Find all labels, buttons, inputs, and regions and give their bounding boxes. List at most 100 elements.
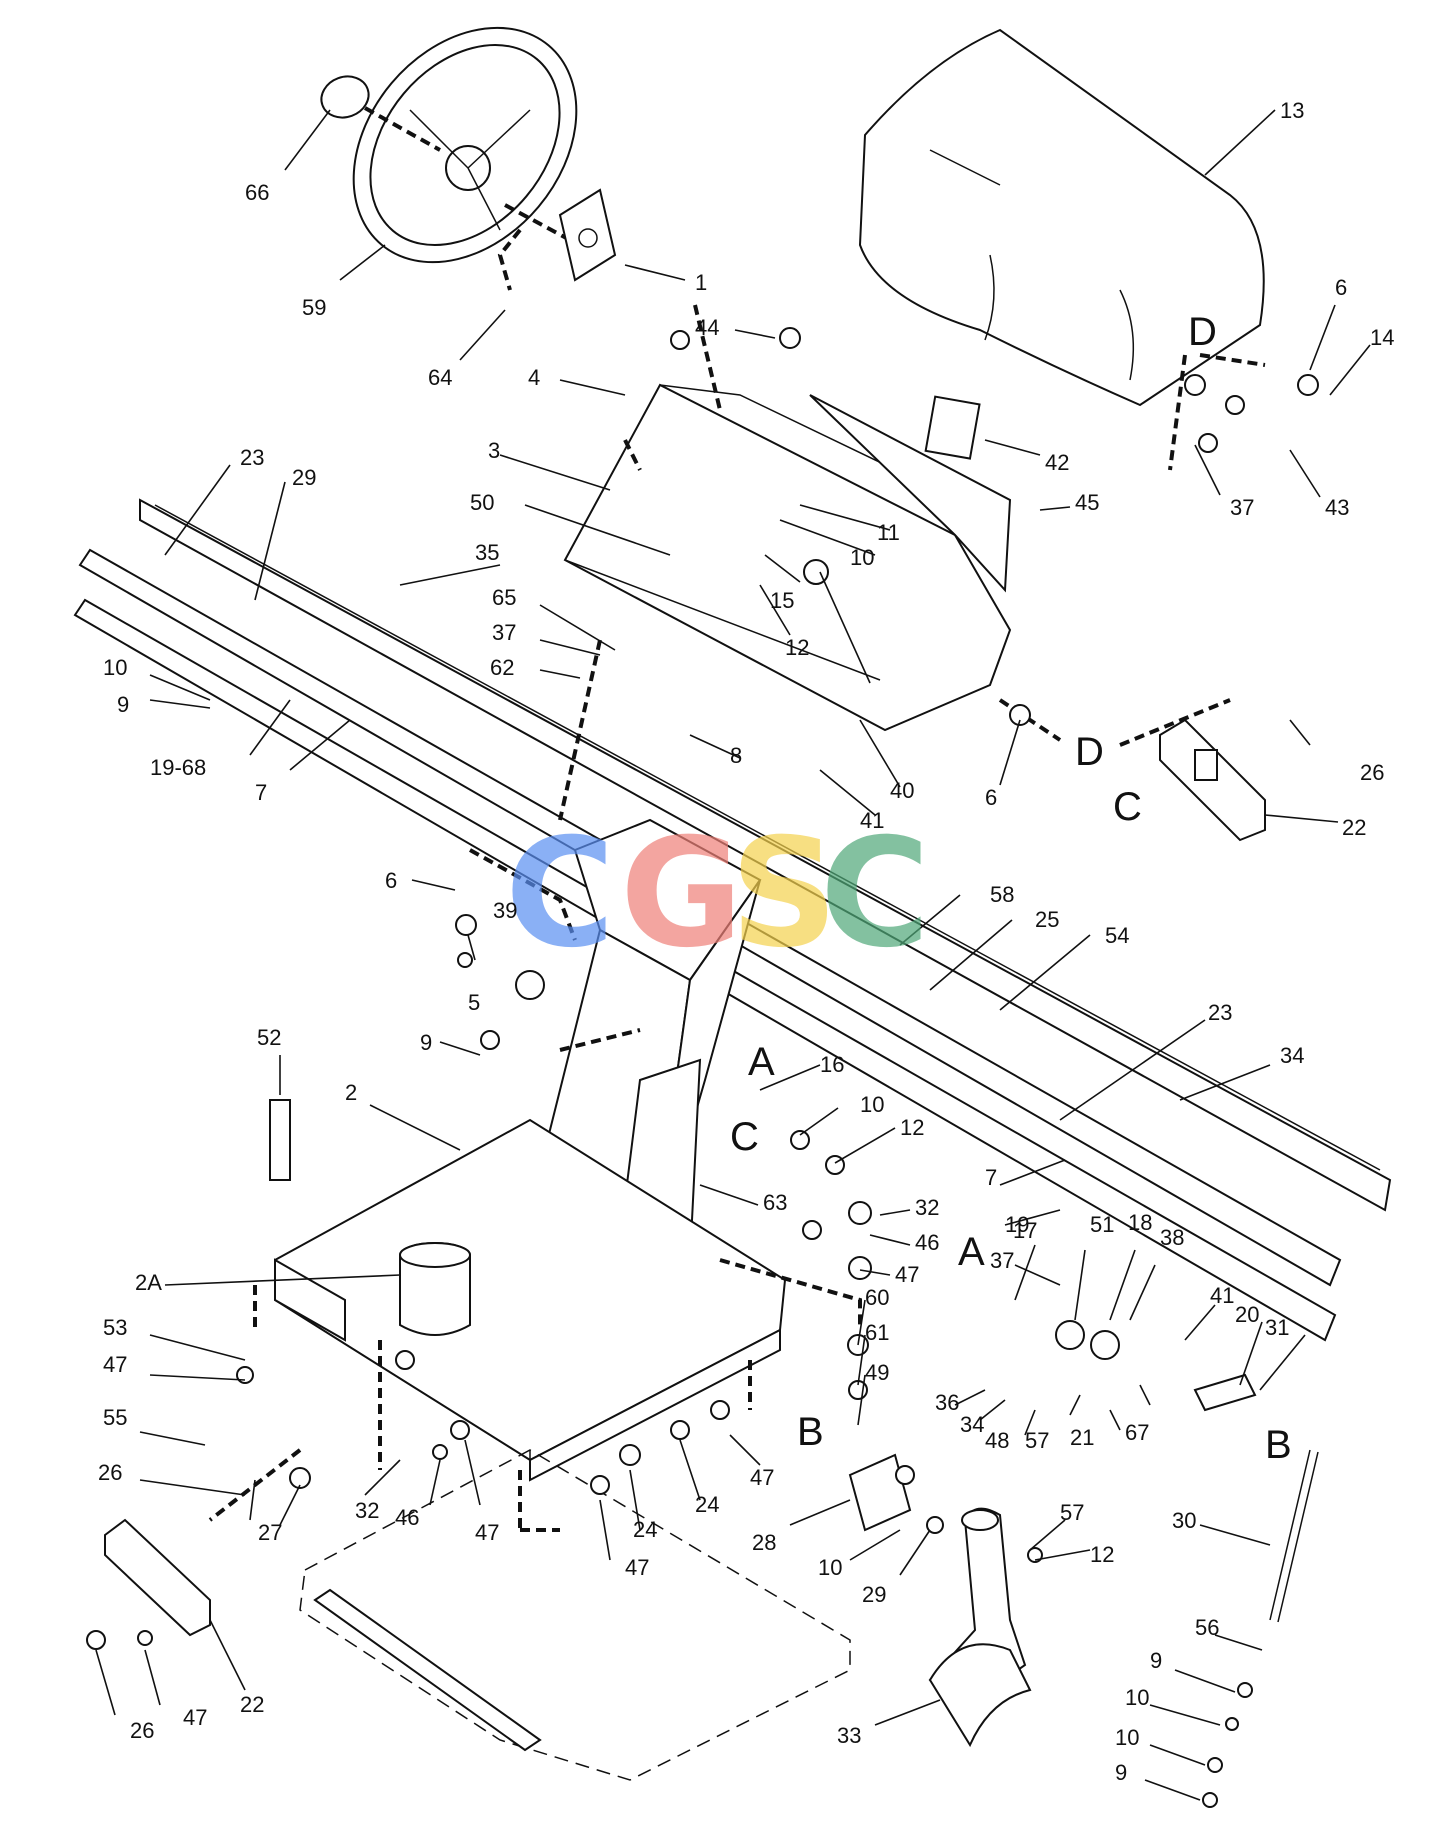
part-label: 19 (1005, 1212, 1029, 1237)
part-label: 46 (915, 1230, 939, 1255)
mounting-plate (558, 188, 617, 282)
part-label: 10 (1125, 1685, 1149, 1710)
fasteners (86, 327, 1319, 1808)
part-label: 51 (1090, 1212, 1114, 1237)
callout-letter: B (797, 1410, 824, 1454)
part-label: 31 (1265, 1315, 1289, 1340)
spring (1269, 1449, 1319, 1623)
part-label: 61 (865, 1320, 889, 1345)
part-label: 57 (1025, 1428, 1049, 1453)
part-label: 47 (625, 1555, 649, 1580)
part-label: 26 (130, 1718, 154, 1743)
part-label: 64 (428, 365, 452, 390)
part-label: 17 (1013, 1218, 1037, 1243)
part-label: 40 (890, 778, 914, 803)
part-label: 24 (633, 1517, 657, 1542)
part-label: 57 (1060, 1500, 1084, 1525)
watermark: C G S C (505, 807, 930, 981)
part-label: 43 (1325, 495, 1349, 520)
part-label: 34 (1280, 1043, 1304, 1068)
part-label: 12 (900, 1115, 924, 1140)
part-label: 20 (1235, 1302, 1259, 1327)
part-label: 39 (493, 898, 517, 923)
part-label: 28 (752, 1530, 776, 1555)
part-label: 63 (763, 1190, 787, 1215)
part-labels: 66 59 64 1 13 44 6 14 4 3 42 37 43 45 23… (98, 98, 1394, 1785)
part-label: 37 (492, 620, 516, 645)
part-label: 62 (490, 655, 514, 680)
part-label: 8 (730, 743, 742, 768)
callout-letters: A C D D C A B B (730, 310, 1292, 1467)
part-label: 56 (1195, 1615, 1219, 1640)
part-label: 10 (850, 545, 874, 570)
part-label: 10 (818, 1555, 842, 1580)
console-box (563, 383, 1012, 732)
part-label: 10 (1115, 1725, 1139, 1750)
leader-lines (95, 109, 1371, 1801)
callout-letter: C (1113, 785, 1142, 829)
part-label: 47 (183, 1705, 207, 1730)
callout-letter: B (1265, 1423, 1292, 1467)
callout-letter: D (1075, 730, 1104, 774)
part-label: 25 (1035, 907, 1059, 932)
part-label: 7 (985, 1165, 997, 1190)
steering-wheel (320, 26, 578, 264)
part-label: 41 (1210, 1283, 1234, 1308)
pin (269, 1099, 291, 1181)
part-label: 47 (895, 1262, 919, 1287)
part-label: 65 (492, 585, 516, 610)
part-label: 15 (770, 588, 794, 613)
part-label: 44 (695, 315, 719, 340)
horn-cap (320, 75, 370, 119)
part-label: 54 (1105, 923, 1129, 948)
part-label: 10 (103, 655, 127, 680)
callout-letter: A (748, 1040, 775, 1084)
part-label: 58 (990, 882, 1014, 907)
part-label: 2A (135, 1270, 162, 1295)
part-label: 59 (302, 295, 326, 320)
part-label: 16 (820, 1052, 844, 1077)
cylinder-2a (399, 1242, 471, 1336)
part-label: 9 (420, 1030, 432, 1055)
part-label: 41 (860, 808, 884, 833)
part-label: 48 (985, 1428, 1009, 1453)
part-label: 33 (837, 1723, 861, 1748)
part-label: 29 (862, 1582, 886, 1607)
part-label: 32 (355, 1498, 379, 1523)
part-label: 23 (240, 445, 264, 470)
part-label: 36 (935, 1390, 959, 1415)
part-label: 29 (292, 465, 316, 490)
part-label: 24 (695, 1492, 719, 1517)
part-label: 9 (1150, 1648, 1162, 1673)
part-label: 12 (785, 635, 809, 660)
watermark-letter: C (820, 807, 930, 981)
part-label: 35 (475, 540, 499, 565)
part-label: 9 (117, 692, 129, 717)
part-label: 14 (1370, 325, 1394, 350)
watermark-letter: C (505, 807, 615, 981)
part-label: 21 (1070, 1425, 1094, 1450)
part-label: 42 (1045, 450, 1069, 475)
part-label: 2 (345, 1080, 357, 1105)
part-label: 19-68 (150, 755, 206, 780)
floor-plate (274, 1118, 787, 1482)
callout-letter: C (730, 1115, 759, 1159)
part-label: 32 (915, 1195, 939, 1220)
part-label: 47 (475, 1520, 499, 1545)
part-label: 12 (1090, 1542, 1114, 1567)
plate-28 (848, 1453, 912, 1532)
part-label: 5 (468, 990, 480, 1015)
hood-cover (858, 28, 1265, 407)
bracket-22 (1159, 718, 1266, 842)
part-label: 4 (528, 365, 540, 390)
part-label: 37 (1230, 495, 1254, 520)
part-label: 7 (255, 780, 267, 805)
part-label: 22 (240, 1692, 264, 1717)
part-label: 49 (865, 1360, 889, 1385)
part-label: 60 (865, 1285, 889, 1310)
part-label: 22 (1342, 815, 1366, 840)
part-label: 6 (985, 785, 997, 810)
watermark-letter: S (730, 807, 838, 981)
pedal (928, 1507, 1032, 1748)
